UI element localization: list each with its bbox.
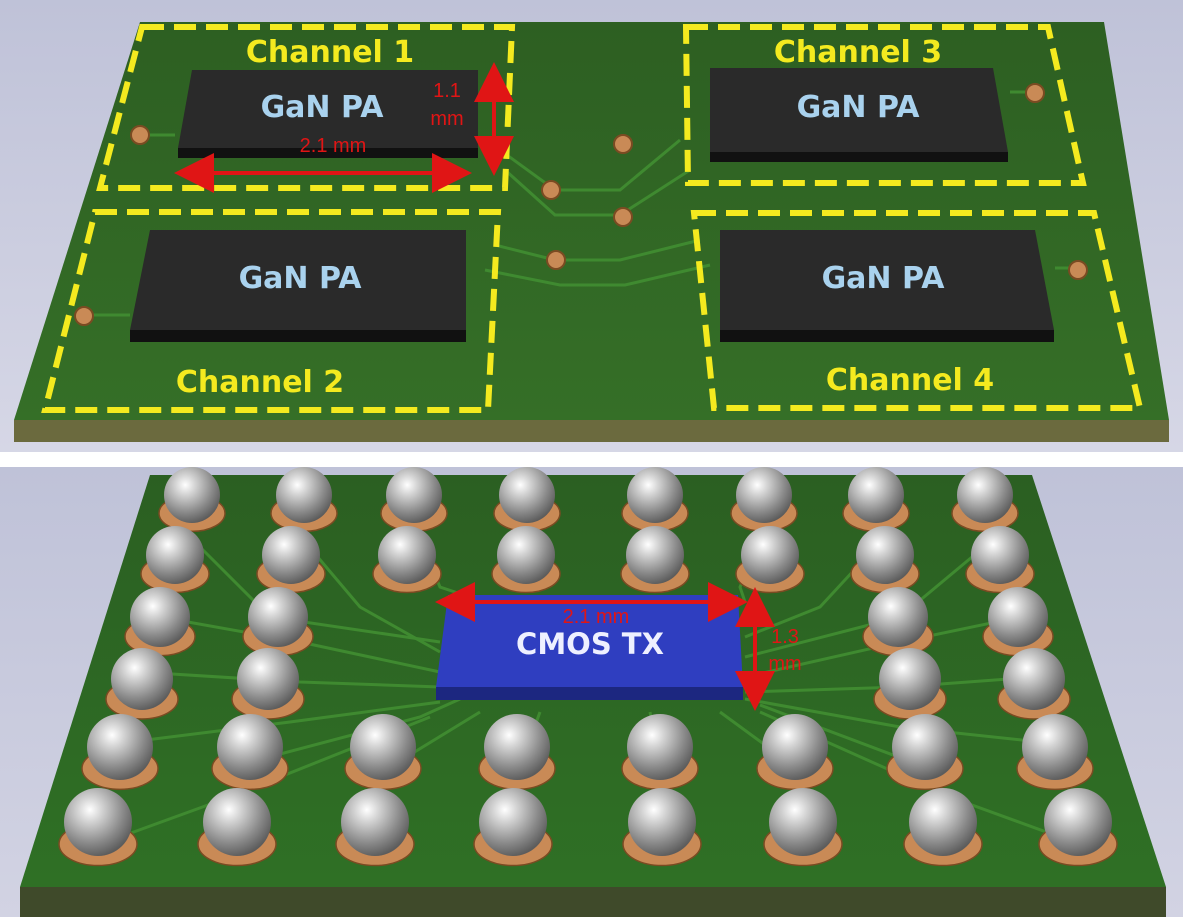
- cmos-tx-module-diagram: CMOS TX 2.1 mm 1.3 mm: [20, 467, 1166, 917]
- cmos-height-dimension-unit: mm: [768, 653, 801, 675]
- solder-ball: [130, 587, 190, 647]
- solder-ball: [217, 714, 283, 780]
- height-dimension-unit: mm: [430, 108, 463, 130]
- gan-chip-3: GaN PA: [710, 68, 1008, 162]
- cmos-tx-label: CMOS TX: [516, 627, 664, 661]
- cmos-width-dimension-label: 2.1 mm: [563, 606, 630, 628]
- channel-4-outline: [690, 210, 1144, 411]
- gan-pa-module-diagram: GaN PA GaN PA GaN PA GaN PA Channel 1 Ch…: [14, 22, 1169, 442]
- solder-ball: [479, 788, 547, 856]
- solder-ball: [341, 788, 409, 856]
- channel-3-outline: [682, 24, 1087, 186]
- solder-ball: [892, 714, 958, 780]
- solder-ball: [1022, 714, 1088, 780]
- via: [130, 125, 150, 145]
- via: [1025, 83, 1045, 103]
- solder-ball: [378, 526, 436, 584]
- solder-ball-array: [58, 467, 1118, 867]
- channel-1-outline: [96, 24, 516, 191]
- channel-3-label: Channel 3: [774, 35, 942, 70]
- gan-pa-module-panel: GaN PA GaN PA GaN PA GaN PA Channel 1 Ch…: [0, 0, 1183, 452]
- solder-ball: [971, 526, 1029, 584]
- solder-ball: [848, 467, 904, 523]
- channel-1-label: Channel 1: [246, 35, 414, 70]
- solder-ball: [1044, 788, 1112, 856]
- solder-ball: [1003, 648, 1065, 710]
- cmos-height-dimension-value: 1.3: [771, 626, 799, 648]
- solder-ball: [276, 467, 332, 523]
- gan-chip-4: GaN PA: [720, 230, 1054, 342]
- pcb-board: [14, 22, 1169, 420]
- channel-outlines: [41, 24, 1144, 413]
- pcb-edge-bottom: [20, 887, 1166, 917]
- solder-ball: [497, 526, 555, 584]
- solder-ball: [856, 526, 914, 584]
- solder-ball: [627, 467, 683, 523]
- via: [74, 306, 94, 326]
- solder-ball: [769, 788, 837, 856]
- solder-ball: [64, 788, 132, 856]
- solder-ball: [988, 587, 1048, 647]
- solder-ball: [350, 714, 416, 780]
- solder-ball: [262, 526, 320, 584]
- cmos-tx-module-panel: CMOS TX 2.1 mm 1.3 mm: [0, 467, 1183, 917]
- solder-ball: [203, 788, 271, 856]
- solder-ball: [627, 714, 693, 780]
- solder-ball: [164, 467, 220, 523]
- height-dimension-value: 1.1: [433, 80, 461, 102]
- solder-ball: [248, 587, 308, 647]
- via: [546, 250, 566, 270]
- solder-ball: [868, 587, 928, 647]
- solder-ball: [484, 714, 550, 780]
- channel-2-outline: [41, 209, 502, 413]
- solder-ball: [909, 788, 977, 856]
- gan-chip-2-label: GaN PA: [239, 261, 363, 296]
- solder-ball: [146, 526, 204, 584]
- solder-ball: [499, 467, 555, 523]
- solder-ball: [626, 526, 684, 584]
- channel-4-label: Channel 4: [826, 363, 994, 398]
- gan-chip-2: GaN PA: [130, 230, 466, 342]
- gan-chip-3-label: GaN PA: [797, 90, 921, 125]
- gan-chip-1: GaN PA: [178, 70, 478, 158]
- solder-ball: [237, 648, 299, 710]
- solder-ball: [879, 648, 941, 710]
- gan-chip-1-label: GaN PA: [261, 90, 385, 125]
- gan-chip-4-label: GaN PA: [822, 261, 946, 296]
- solder-ball: [628, 788, 696, 856]
- solder-ball: [957, 467, 1013, 523]
- via: [613, 134, 633, 154]
- solder-ball: [762, 714, 828, 780]
- solder-ball: [736, 467, 792, 523]
- pcb-edge: [14, 420, 1169, 442]
- width-dimension-label: 2.1 mm: [300, 135, 367, 157]
- solder-ball: [111, 648, 173, 710]
- solder-ball: [87, 714, 153, 780]
- via: [1068, 260, 1088, 280]
- vias: [74, 83, 1088, 326]
- via: [541, 180, 561, 200]
- panel-divider: [0, 452, 1183, 467]
- channel-2-label: Channel 2: [176, 365, 344, 400]
- solder-ball: [741, 526, 799, 584]
- solder-ball: [386, 467, 442, 523]
- via: [613, 207, 633, 227]
